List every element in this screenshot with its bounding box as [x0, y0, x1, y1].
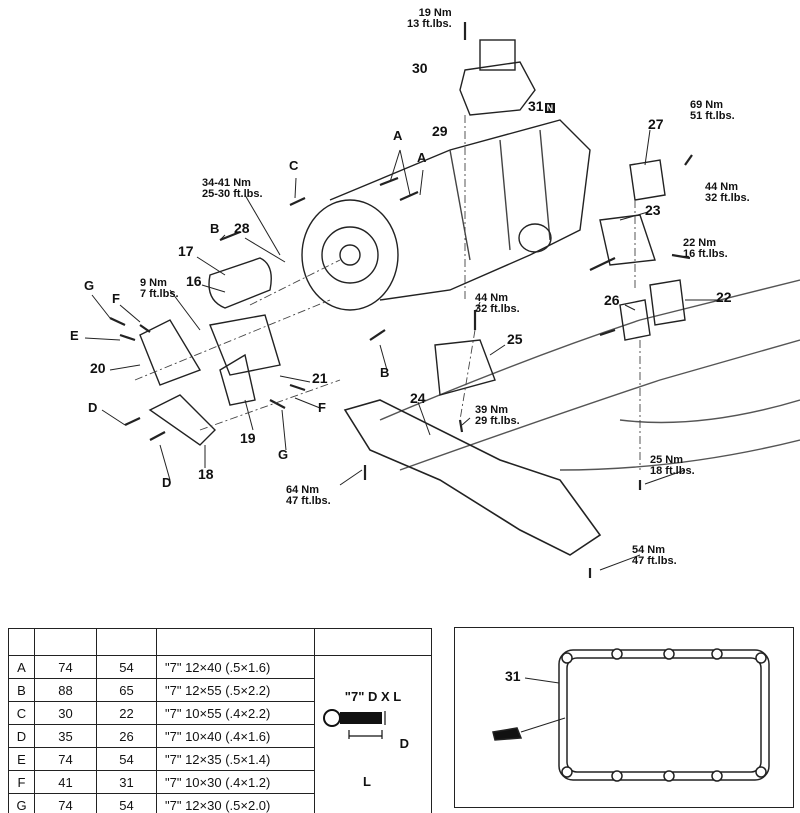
- callout-f-2: F: [318, 400, 326, 415]
- bracket-23: [599, 214, 656, 266]
- callout-f-1: F: [112, 291, 120, 306]
- callout-d-1: D: [88, 400, 98, 415]
- crossmember-24: [343, 399, 602, 556]
- callout-30: 30: [412, 60, 428, 76]
- mount-22: [649, 279, 686, 326]
- leader-lines: [84, 129, 720, 571]
- bellhousing: [301, 199, 399, 311]
- callout-a-1: A: [393, 128, 403, 143]
- exploded-view-drawing: [84, 22, 800, 578]
- callout-27: 27: [648, 116, 664, 132]
- bolt-legend-cell: "7" D X L D L: [314, 655, 432, 813]
- callout-24: 24: [410, 390, 426, 406]
- starter-16: [208, 257, 272, 309]
- callout-19: 19: [240, 430, 256, 446]
- callout-17: 17: [178, 243, 194, 259]
- callout-a-2: A: [417, 150, 427, 165]
- callout-b-2: B: [380, 365, 390, 380]
- callout-16: 16: [186, 273, 202, 289]
- bracket-18: [148, 394, 216, 446]
- shifter-assembly-30: [459, 61, 536, 116]
- bolts: [109, 22, 693, 578]
- callout-25: 25: [507, 331, 523, 347]
- callout-28: 28: [234, 220, 250, 236]
- gasket-drawing: [492, 648, 770, 782]
- bracket-26: [619, 299, 651, 341]
- bolt-legend-title: "7" D X L: [344, 688, 402, 704]
- callout-21: 21: [312, 370, 328, 386]
- bolt-icon: [323, 708, 386, 739]
- callout-e: E: [70, 328, 79, 343]
- transfer-output: [518, 223, 552, 253]
- callout-18: 18: [198, 466, 214, 482]
- callout-c: C: [289, 158, 299, 173]
- bolt-legend-d: D: [399, 736, 409, 751]
- bracket-20: [139, 319, 202, 386]
- callout-31-badge: N: [544, 103, 556, 113]
- transmission-case: [329, 119, 591, 301]
- callout-d-2: D: [162, 475, 172, 490]
- sealant-tube-icon: [492, 727, 523, 741]
- callout-g-1: G: [84, 278, 95, 293]
- callout-23: 23: [645, 202, 661, 218]
- bracket-19: [219, 353, 256, 406]
- callout-20: 20: [90, 360, 106, 376]
- mount-25: [434, 339, 496, 396]
- bracket-21: [209, 314, 281, 376]
- bracket-27: [629, 159, 666, 201]
- callout-22: 22: [716, 289, 732, 305]
- callout-29: 29: [432, 123, 448, 139]
- callout-b-1: B: [210, 221, 220, 236]
- callout-26: 26: [604, 292, 620, 308]
- inset-callout-31: 31: [505, 668, 521, 684]
- table-header-row: [8, 628, 432, 656]
- gasket-inset: 31: [454, 627, 794, 808]
- frame-outline: [379, 279, 800, 471]
- callout-g-2: G: [278, 447, 289, 462]
- bolt-legend-l: L: [363, 774, 371, 789]
